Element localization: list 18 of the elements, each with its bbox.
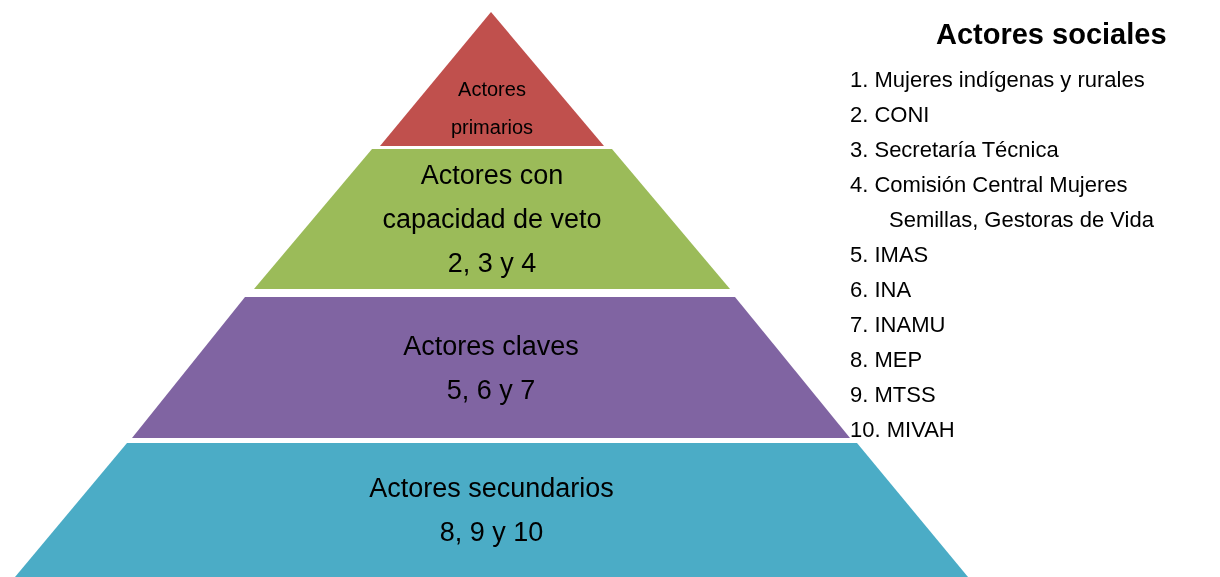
list-item: 6. INA: [850, 276, 913, 304]
list-item: 7. INAMU: [850, 311, 947, 339]
band-label: Actores primarios: [449, 77, 535, 140]
list-item: 10. MIVAH: [850, 416, 956, 444]
band-label: Actores con capacidad de veto: [381, 159, 603, 236]
list-item: 1. Mujeres indígenas y rurales: [850, 66, 1146, 94]
list-item: 4. Comisión Central Mujeres Semillas, Gestoras de Vida: [850, 171, 1155, 234]
band-label: Actores secundarios: [369, 472, 614, 505]
band-label: 5, 6 y 7: [446, 373, 536, 407]
list-item: 3. Secretaría Técnica: [850, 136, 1060, 164]
list-item: 8. MEP: [850, 346, 924, 374]
list-item: 5. IMAS: [850, 241, 930, 269]
list-item: 9. MTSS: [850, 381, 937, 409]
band-label: Actores claves: [403, 329, 579, 363]
band-label: 8, 9 y 10: [439, 516, 544, 549]
list-heading: Actores sociales: [936, 18, 1167, 51]
list-item: 2. CONI: [850, 101, 931, 129]
band-label: 2, 3 y 4: [447, 247, 537, 280]
